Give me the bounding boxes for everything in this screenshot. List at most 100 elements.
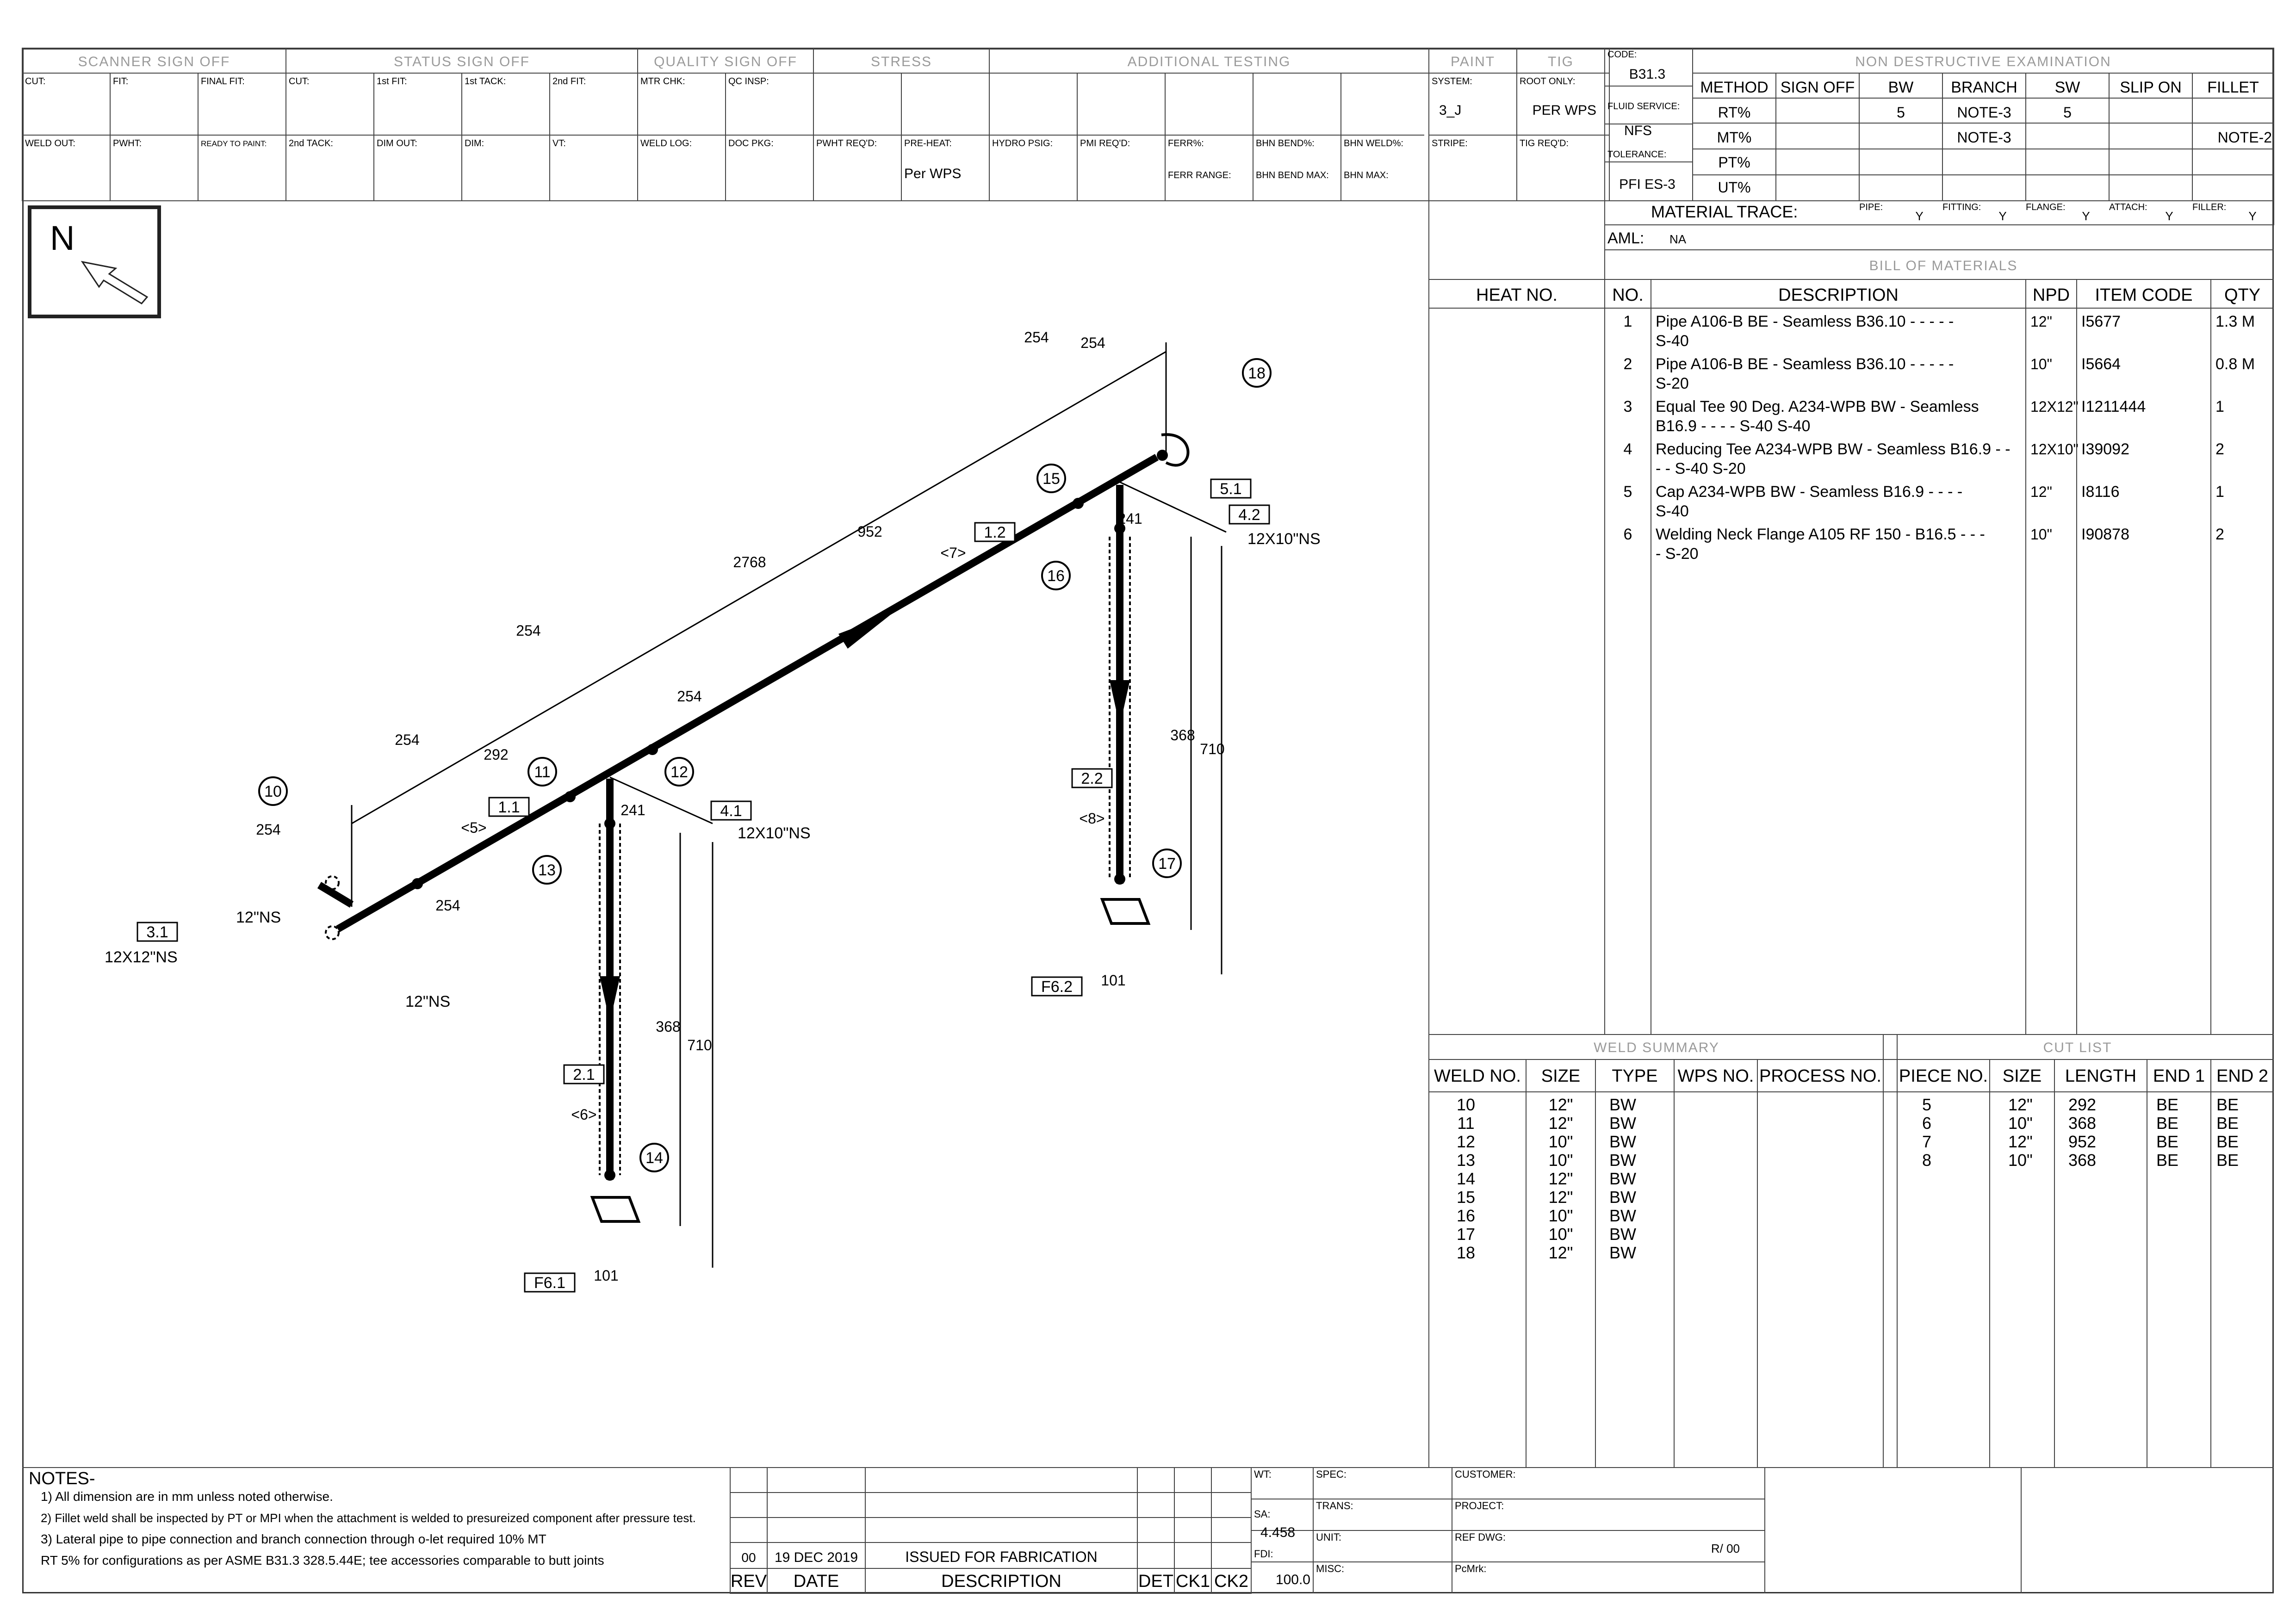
- cut-row-piece-no: 5: [1922, 1095, 1931, 1114]
- flow-arrow-main: [838, 613, 892, 649]
- signoff-final-fit: FINAL FIT:: [201, 76, 245, 87]
- pcmrk-label: PcMrk:: [1455, 1563, 1486, 1574]
- dimension-value: 254: [677, 688, 701, 705]
- paint-system-label: SYSTEM:: [1432, 76, 1472, 87]
- bom-row-no: 2: [1624, 355, 1632, 373]
- piece-callout-label: 4.2: [1238, 506, 1260, 524]
- note-3: 3) Lateral pipe to pipe connection and b…: [41, 1532, 546, 1546]
- weld-row-type: BW: [1609, 1206, 1636, 1225]
- weld-cut-grid: [1429, 1034, 2274, 1468]
- ref-dwg-label: REF DWG:: [1455, 1531, 1506, 1543]
- nde-header-fillet: FILLET: [2207, 79, 2259, 96]
- weld-row-no: 10: [1457, 1095, 1475, 1114]
- weld-header-weld-no: WELD NO.: [1434, 1066, 1521, 1086]
- group-additional-testing: ADDITIONAL TESTING: [1128, 54, 1291, 69]
- nde-cell: RT%: [1718, 104, 1751, 121]
- group-paint: PAINT: [1451, 54, 1495, 69]
- rev-header-det: DET: [1138, 1572, 1173, 1591]
- weld-header-size: SIZE: [1541, 1066, 1580, 1086]
- weld-callout-circle: [1041, 561, 1071, 590]
- size-label: 12X12"NS: [105, 948, 178, 966]
- weld-row-type: BW: [1609, 1114, 1636, 1133]
- code-label: CODE:: [1607, 50, 1637, 60]
- signoff-second-tack: 2nd TACK:: [289, 138, 333, 149]
- title-labels: WT: SA: FDI: SPEC: TRANS: UNIT: MISC: CU…: [1254, 1468, 1516, 1574]
- bom-row-description: Pipe A106-B BE - Seamless B36.10 - - - -…: [1656, 355, 1954, 373]
- signoff-first-fit: 1st FIT:: [377, 76, 407, 87]
- rev-date-value: 19 DEC 2019: [775, 1550, 858, 1565]
- cut-row-size: 12": [2008, 1132, 2033, 1151]
- nde-cell: NOTE-3: [1957, 104, 2011, 121]
- piece-callout-label: F6.1: [534, 1274, 565, 1292]
- drawing-sheet: [22, 48, 2274, 1593]
- weld-row-no: 14: [1457, 1169, 1475, 1188]
- piece-callout-box: [1229, 504, 1270, 525]
- group-stress: STRESS: [871, 54, 932, 69]
- bom-header-no: NO.: [1612, 285, 1644, 305]
- piece-tag: <5>: [461, 819, 486, 836]
- size-label: 12"NS: [405, 993, 450, 1010]
- dimension-value: 254: [1024, 329, 1049, 346]
- weld-callout-label: 17: [1158, 855, 1176, 873]
- cap-5-1: [1161, 433, 1190, 467]
- nde-title: NON DESTRUCTIVE EXAMINATION: [1855, 54, 2111, 69]
- cut-header-length: LENGTH: [2065, 1066, 2136, 1086]
- open-ends: [325, 537, 1131, 1175]
- material-trace-item-value: Y: [2165, 209, 2173, 223]
- bom-row-description-cont: - S-20: [1656, 545, 1699, 563]
- cut-row-length: 952: [2068, 1132, 2096, 1151]
- material-trace-item-label: FLANGE:: [2026, 202, 2066, 212]
- weld-row-no: 15: [1457, 1188, 1475, 1207]
- nde-header-branch: BRANCH: [1951, 79, 2017, 96]
- bom-row-description-cont: S-40: [1656, 502, 1689, 520]
- preheat-value: Per WPS: [904, 166, 961, 181]
- dimension-value: 292: [484, 746, 508, 763]
- nde-cell: MT%: [1717, 129, 1752, 146]
- material-trace-item-value: Y: [2082, 209, 2090, 223]
- signoff-qc-insp: QC INSP:: [728, 76, 769, 87]
- cut-row-size: 10": [2008, 1114, 2033, 1133]
- cut-row-end-2: BE: [2216, 1151, 2239, 1170]
- unit-label: UNIT:: [1316, 1531, 1341, 1543]
- weld-callout-circle: [1152, 849, 1182, 878]
- signoff-bhn-bend-pct: BHN BEND%:: [1256, 138, 1315, 149]
- cut-header-size: SIZE: [2003, 1066, 2042, 1086]
- north-label: N: [50, 219, 74, 257]
- cut-row-end-1: BE: [2156, 1095, 2178, 1114]
- material-trace-item-value: Y: [1998, 209, 2006, 223]
- bom-row-item-code: I1211444: [2081, 398, 2146, 415]
- nde-cell: NOTE-2: [2218, 129, 2272, 146]
- material-trace-item-label: ATTACH:: [2109, 202, 2147, 212]
- fluid-service-label: FLUID SERVICE:: [1607, 101, 1680, 112]
- signoff-bhn-bend-max: BHN BEND MAX:: [1256, 170, 1329, 180]
- root-only-value: PER WPS: [1533, 103, 1596, 118]
- signoff-pwht: PWHT:: [113, 138, 142, 149]
- bom-row-qty: 1.3 M: [2215, 313, 2255, 330]
- weld-row-size: 10": [1549, 1132, 1573, 1151]
- weld-callout-label: 15: [1043, 470, 1060, 488]
- weld-callout-label: 10: [264, 783, 282, 800]
- weld-row-size: 12": [1549, 1114, 1573, 1133]
- weld-row-type: BW: [1609, 1188, 1636, 1207]
- bom-header-qty: QTY: [2224, 285, 2260, 305]
- weld-row-no: 11: [1457, 1114, 1474, 1133]
- rev-header-date: DATE: [794, 1572, 839, 1591]
- weld-row-size: 12": [1549, 1243, 1573, 1262]
- piece-callout-label: 2.2: [1081, 770, 1103, 787]
- sa-label: SA:: [1254, 1508, 1270, 1520]
- signoff-cut-2: CUT:: [289, 76, 309, 87]
- piece-callout-label: 5.1: [1220, 480, 1241, 498]
- paint-system-value: 3_J: [1439, 103, 1461, 118]
- bom-grid: [1428, 201, 2211, 1468]
- piece-tag: <8>: [1079, 810, 1105, 827]
- bom-headers: NO. DESCRIPTION NPD ITEM CODE QTY: [1612, 285, 2260, 305]
- bom-header-npd: NPD: [2033, 285, 2070, 305]
- cut-list-title: CUT LIST: [2043, 1040, 2112, 1055]
- trans-label: TRANS:: [1316, 1500, 1353, 1511]
- rev-value: 00: [741, 1550, 756, 1565]
- nde-header-slip-on: SLIP ON: [2120, 79, 2182, 96]
- bom-row-qty: 2: [2215, 526, 2224, 543]
- bom-row-npd: 10": [2030, 356, 2052, 372]
- piece-callout-box: [1031, 976, 1083, 997]
